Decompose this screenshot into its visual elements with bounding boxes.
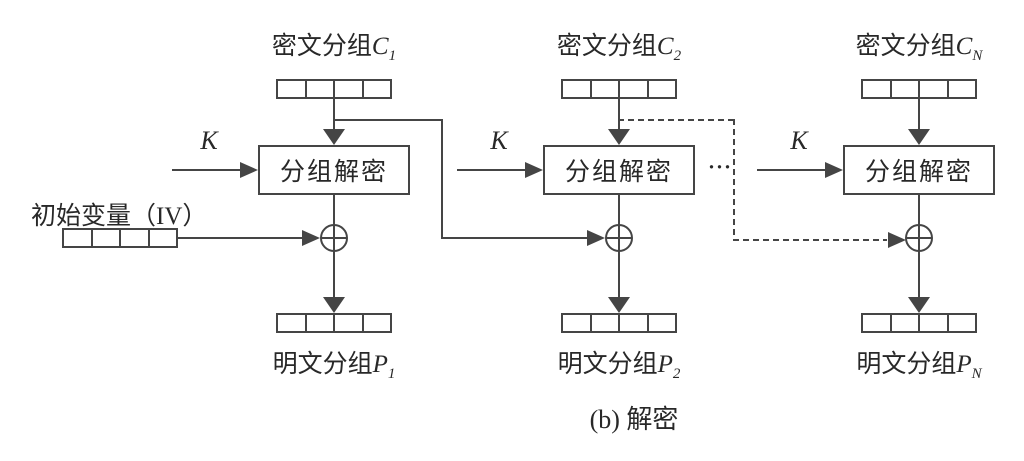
ciphertext-register-1 — [276, 79, 392, 99]
chain1-vertical-line — [441, 119, 443, 239]
decrypt-box-label: 分组解密 — [564, 159, 673, 186]
register-cell — [64, 230, 93, 246]
c2-to-decrypt-line — [618, 99, 620, 131]
label-text: 明文分组 — [557, 351, 658, 378]
xor1-cross-line — [321, 237, 347, 239]
register-cell — [949, 315, 976, 331]
register-cell — [278, 315, 307, 331]
register-cell — [863, 81, 892, 97]
arrowhead-right-icon — [302, 230, 320, 246]
arrowhead-right-icon — [525, 162, 543, 178]
variable-letter: P — [657, 351, 673, 378]
xor2-cross-line — [606, 237, 632, 239]
iv-feed-line — [176, 237, 304, 239]
decrypt-box-n: 分组解密 — [843, 145, 995, 195]
variable-subscript: N — [971, 366, 982, 382]
key-label-2: K — [490, 126, 508, 155]
label-text: 密文分组 — [855, 33, 956, 60]
ciphertext-register-n — [861, 79, 977, 99]
arrowhead-down-icon — [323, 297, 345, 313]
chain2-feed-line-dashed — [733, 239, 887, 241]
iv-register — [62, 228, 178, 248]
register-cell — [592, 315, 620, 331]
variable-letter: P — [956, 351, 972, 378]
register-cell — [364, 81, 391, 97]
register-cell — [949, 81, 976, 97]
register-cell — [592, 81, 620, 97]
register-cell — [335, 315, 364, 331]
arrowhead-down-icon — [323, 129, 345, 145]
arrowhead-down-icon — [908, 297, 930, 313]
plaintext-register-n — [861, 313, 977, 333]
label-text: 明文分组 — [272, 351, 373, 378]
variable-subscript: N — [972, 48, 983, 64]
ciphertext-block-label-n: 密文分组CN — [809, 26, 1024, 64]
register-cell — [620, 81, 649, 97]
label-text: 明文分组 — [856, 351, 957, 378]
arrowhead-right-icon — [240, 162, 258, 178]
key-arrow-line-n — [757, 169, 827, 171]
register-cell — [121, 230, 150, 246]
decrypt-box-2: 分组解密 — [543, 145, 695, 195]
register-cell — [307, 81, 335, 97]
figure-caption: (b) 解密 — [589, 405, 679, 434]
label-text: 密文分组 — [271, 33, 372, 60]
continuation-ellipsis: ··· — [707, 155, 732, 179]
register-cell — [93, 230, 121, 246]
register-cell — [364, 315, 391, 331]
variable-subscript: 2 — [672, 366, 681, 382]
register-cell — [920, 315, 949, 331]
label-text: 密文分组 — [556, 33, 657, 60]
variable-subscript: 1 — [387, 366, 396, 382]
key-arrow-line-2 — [457, 169, 527, 171]
register-cell — [892, 315, 920, 331]
register-cell — [307, 315, 335, 331]
register-cell — [563, 81, 592, 97]
iv-label: 初始变量（IV） — [31, 203, 208, 230]
register-cell — [649, 315, 676, 331]
ciphertext-block-label-2: 密文分组C2 — [509, 26, 729, 64]
arrowhead-right-icon — [825, 162, 843, 178]
variable-subscript: 1 — [388, 48, 397, 64]
chain1-feed-line — [441, 237, 588, 239]
plaintext-block-label-1: 明文分组P1 — [224, 344, 444, 382]
key-arrow-line-1 — [172, 169, 242, 171]
register-cell — [892, 81, 920, 97]
chain2-tap-line-dashed — [618, 119, 735, 121]
plaintext-register-1 — [276, 313, 392, 333]
register-cell — [920, 81, 949, 97]
register-cell — [278, 81, 307, 97]
register-cell — [649, 81, 676, 97]
chain1-tap-line — [333, 119, 443, 121]
decrypt-box-1: 分组解密 — [258, 145, 410, 195]
ciphertext-block-label-1: 密文分组C1 — [224, 26, 444, 64]
register-cell — [335, 81, 364, 97]
arrowhead-down-icon — [908, 129, 930, 145]
decrypt-box-label: 分组解密 — [279, 159, 388, 186]
register-cell — [620, 315, 649, 331]
decrypt-box-label: 分组解密 — [864, 159, 973, 186]
register-cell — [563, 315, 592, 331]
chain2-vertical-line-dashed — [733, 119, 735, 241]
c1-to-decrypt-line — [333, 99, 335, 131]
arrowhead-down-icon — [608, 129, 630, 145]
arrowhead-right-icon — [587, 230, 605, 246]
variable-letter: C — [955, 33, 973, 60]
plaintext-register-2 — [561, 313, 677, 333]
plaintext-block-label-2: 明文分组P2 — [509, 344, 729, 382]
variable-letter: C — [656, 33, 674, 60]
ciphertext-register-2 — [561, 79, 677, 99]
register-cell — [150, 230, 177, 246]
key-label-1: K — [200, 126, 218, 155]
plaintext-block-label-n: 明文分组PN — [809, 344, 1024, 382]
arrowhead-right-icon — [888, 232, 906, 248]
arrowhead-down-icon — [608, 297, 630, 313]
cn-to-decrypt-line — [918, 99, 920, 131]
register-cell — [863, 315, 892, 331]
key-label-n: K — [790, 126, 808, 155]
variable-subscript: 2 — [673, 48, 682, 64]
xorn-cross-line — [906, 237, 932, 239]
variable-letter: P — [372, 351, 388, 378]
variable-letter: C — [371, 33, 389, 60]
